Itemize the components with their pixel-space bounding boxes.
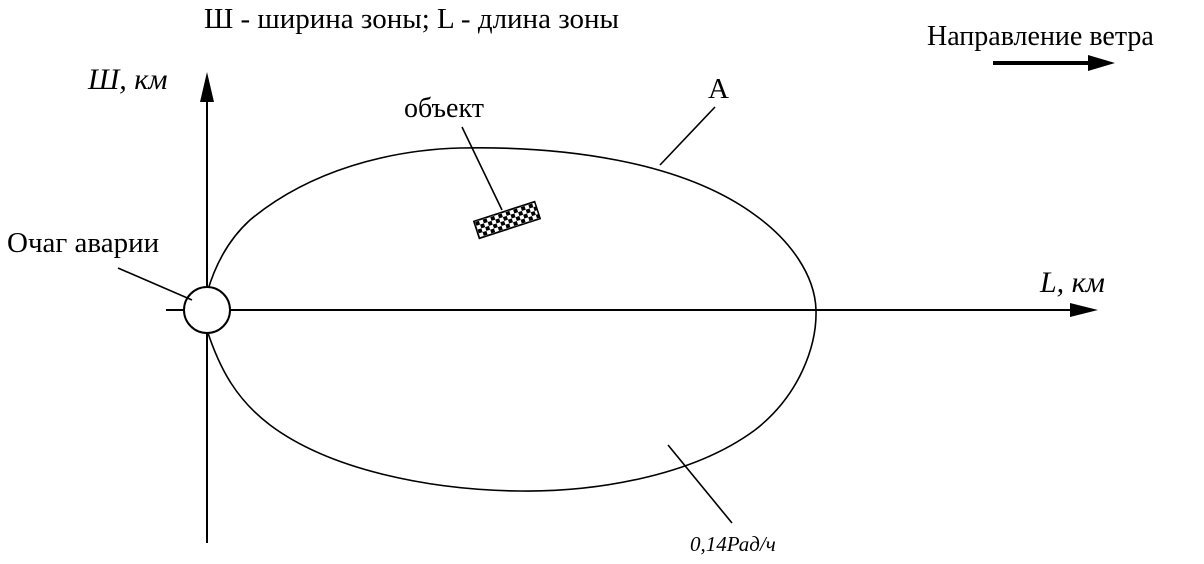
wind-direction-arrow bbox=[993, 55, 1115, 71]
accident-source-label: Очаг аварии bbox=[7, 227, 159, 259]
wind-direction-label: Направление ветра bbox=[927, 21, 1154, 52]
diagram-title: Ш - ширина зоны; L - длина зоны bbox=[204, 3, 619, 35]
zone-a-label: А bbox=[708, 73, 729, 105]
accident-source-leader bbox=[117, 267, 193, 301]
zone-a-leader bbox=[659, 106, 716, 166]
object-marker bbox=[472, 200, 542, 240]
y-axis-label: Ш, км bbox=[87, 63, 167, 96]
x-axis-label: L, км bbox=[1039, 266, 1105, 299]
isoline-leader bbox=[667, 444, 733, 524]
object-label: объект bbox=[404, 93, 484, 124]
contamination-zone-outline bbox=[206, 147, 817, 492]
isoline-value-label: 0,14Рад/ч bbox=[690, 532, 776, 556]
x-axis bbox=[166, 303, 1098, 317]
object-leader bbox=[461, 126, 503, 211]
accident-source-marker bbox=[183, 286, 231, 334]
